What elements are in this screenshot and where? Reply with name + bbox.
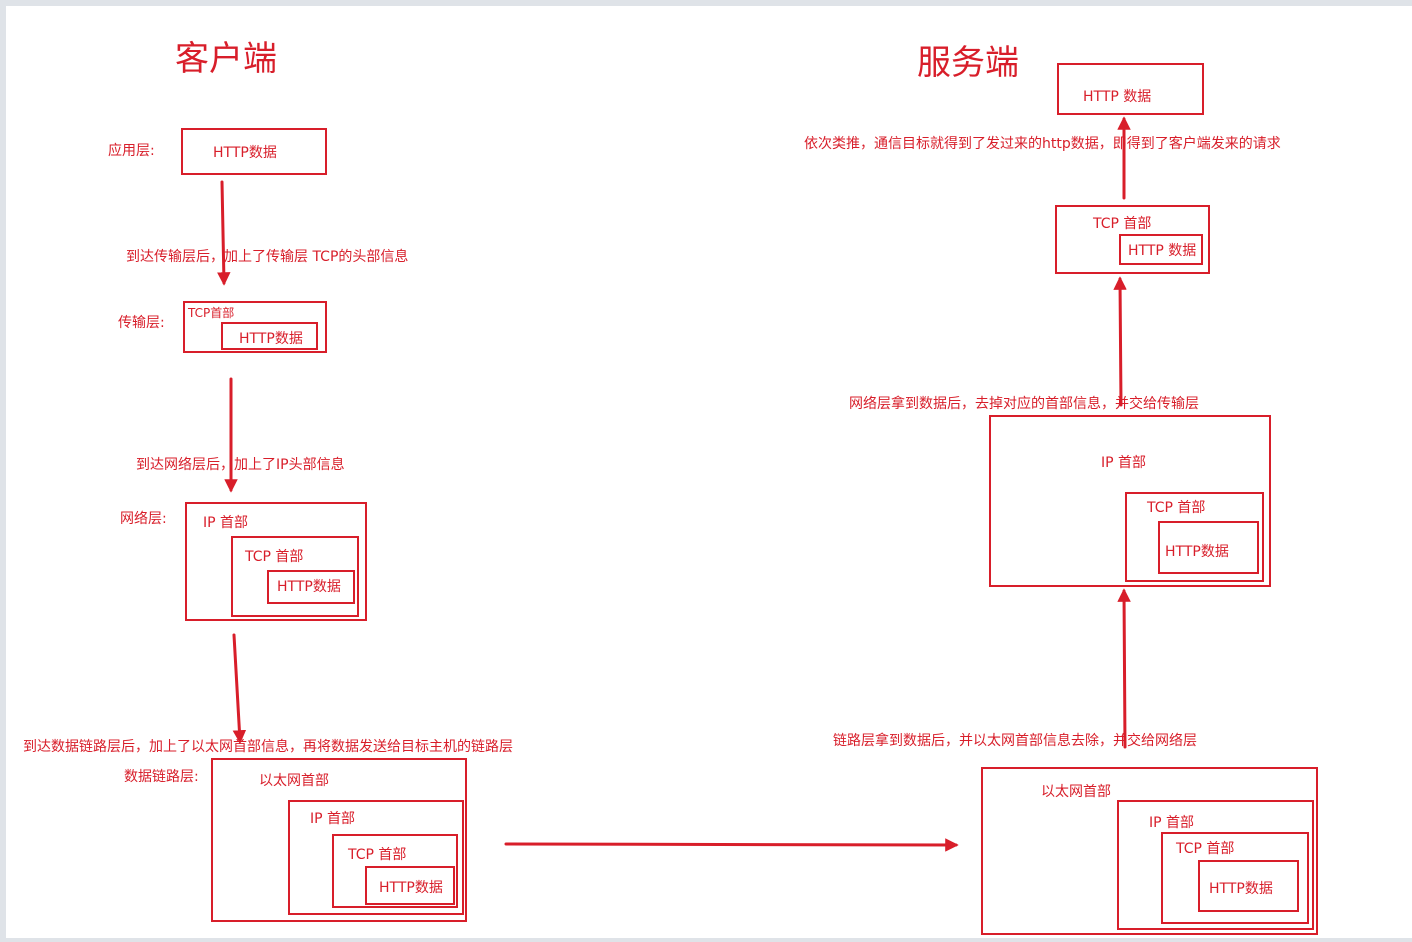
note-server-network: 网络层拿到数据后，去掉对应的首部信息，并交给传输层 [849, 396, 1199, 412]
server-eth-tcp-box: TCP 首部 HTTP数据 [1161, 832, 1309, 924]
tcp-header-label: TCP首部 [188, 306, 235, 320]
tcp-header-label: TCP 首部 [245, 549, 304, 565]
client-tcp-packet-box: TCP首部 HTTP数据 [183, 301, 327, 353]
datalink-layer-label: 数据链路层: [124, 769, 199, 785]
client-eth-tcp-box: TCP 首部 HTTP数据 [332, 834, 458, 908]
http-data-label: HTTP数据 [1209, 881, 1273, 897]
note-to-network: 到达网络层后，加上了IP头部信息 [136, 457, 345, 473]
server-ip-tcp-box: TCP 首部 HTTP数据 [1125, 492, 1264, 582]
server-ethernet-frame-box: 以太网首部 IP 首部 TCP 首部 HTTP数据 [981, 767, 1318, 935]
arrow-client-to-server [504, 838, 959, 852]
client-ip-packet-box: IP 首部 TCP 首部 HTTP数据 [185, 502, 367, 621]
window-frame-left [0, 0, 6, 942]
server-tcp-inner-http-box: HTTP 数据 [1119, 234, 1203, 265]
tcp-header-label: TCP 首部 [1176, 841, 1235, 857]
http-data-label: HTTP数据 [213, 145, 277, 161]
arrow-network-to-datalink [232, 633, 247, 744]
server-tcp-packet-box: TCP 首部 HTTP 数据 [1055, 205, 1210, 274]
network-layer-label: 网络层: [120, 511, 167, 527]
tcp-header-label: TCP 首部 [348, 847, 407, 863]
http-data-label: HTTP 数据 [1128, 243, 1197, 259]
note-server-datalink: 链路层拿到数据后，并以太网首部信息去除，并交给网络层 [833, 733, 1197, 749]
tcp-header-label: TCP 首部 [1093, 216, 1152, 232]
server-ip-packet-box: IP 首部 TCP 首部 HTTP数据 [989, 415, 1271, 587]
window-frame-bottom [0, 938, 1412, 942]
client-tcp-inner-http-box: HTTP数据 [221, 322, 318, 350]
note-server-result: 依次类推，通信目标就得到了发过来的http数据，即得到了客户端发来的请求 [804, 136, 1281, 152]
client-ip-tcp-box: TCP 首部 HTTP数据 [231, 536, 359, 617]
arrow-app-to-transport [217, 180, 231, 286]
client-ip-http-box: HTTP数据 [267, 570, 355, 604]
ethernet-header-label: 以太网首部 [259, 773, 329, 789]
http-data-label: HTTP 数据 [1083, 89, 1152, 105]
http-data-label: HTTP数据 [1165, 544, 1229, 560]
server-eth-http-box: HTTP数据 [1198, 860, 1299, 912]
server-ip-http-box: HTTP数据 [1158, 521, 1259, 574]
client-title: 客户端 [175, 39, 277, 79]
server-http-box: HTTP 数据 [1057, 63, 1204, 115]
client-http-box: HTTP数据 [181, 128, 327, 175]
application-layer-label: 应用层: [108, 143, 155, 159]
server-title: 服务端 [917, 43, 1019, 83]
arrow-server-datalink-to-network [1117, 588, 1131, 749]
server-eth-ip-box: IP 首部 TCP 首部 HTTP数据 [1117, 800, 1314, 930]
http-data-label: HTTP数据 [239, 331, 303, 347]
http-data-label: HTTP数据 [379, 880, 443, 896]
tcp-header-label: TCP 首部 [1147, 500, 1206, 516]
ip-header-label: IP 首部 [310, 811, 356, 827]
ip-header-label: IP 首部 [1101, 455, 1147, 471]
ethernet-header-label: 以太网首部 [1041, 784, 1111, 800]
http-data-label: HTTP数据 [277, 579, 341, 595]
ip-header-label: IP 首部 [1149, 815, 1195, 831]
window-frame-top [0, 0, 1412, 6]
client-ethernet-frame-box: 以太网首部 IP 首部 TCP 首部 HTTP数据 [211, 758, 467, 922]
note-to-transport: 到达传输层后，加上了传输层 TCP的头部信息 [126, 249, 409, 265]
client-eth-ip-box: IP 首部 TCP 首部 HTTP数据 [288, 800, 464, 915]
transport-layer-label: 传输层: [118, 315, 165, 331]
ip-header-label: IP 首部 [203, 515, 249, 531]
arrow-server-network-to-transport [1113, 276, 1127, 407]
note-to-datalink: 到达数据链路层后，加上了以太网首部信息，再将数据发送给目标主机的链路层 [23, 739, 513, 755]
client-eth-http-box: HTTP数据 [365, 866, 455, 905]
